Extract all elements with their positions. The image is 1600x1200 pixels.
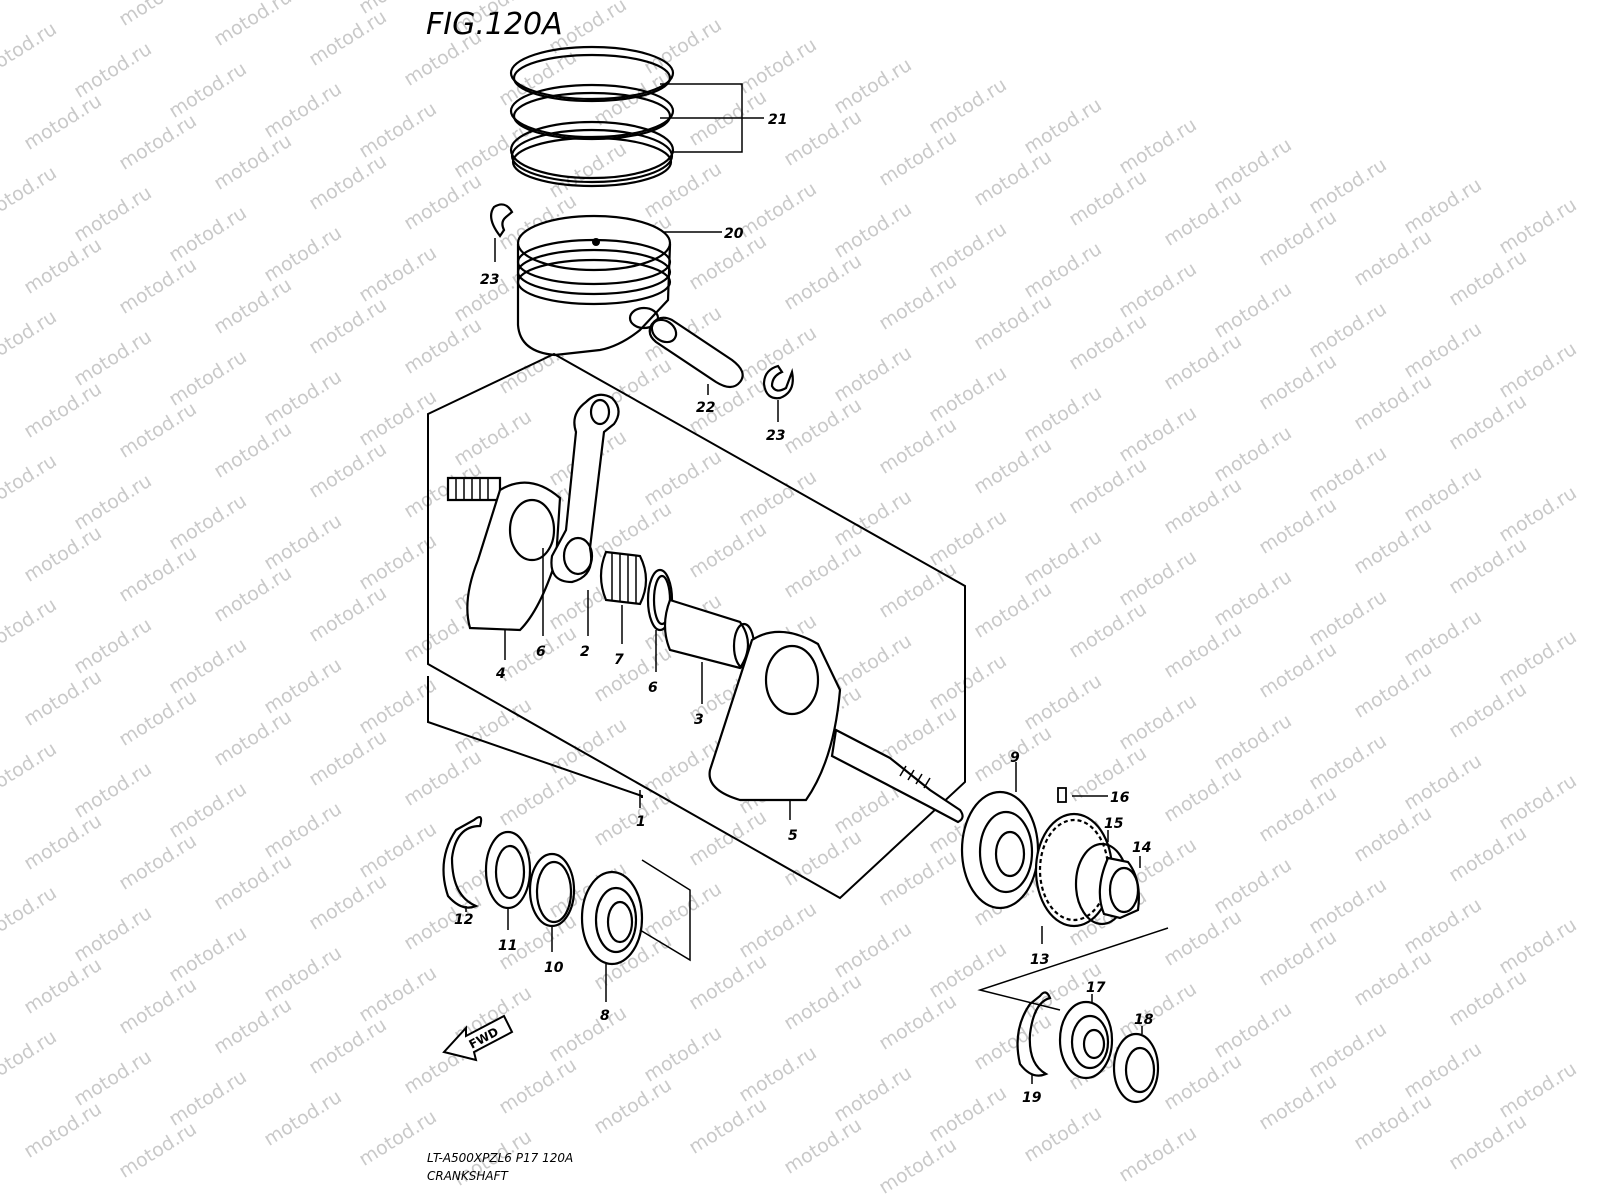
- bearing-9: [960, 790, 1040, 910]
- right-crank-web: [708, 630, 842, 802]
- callout-6-right: 6: [648, 680, 658, 696]
- left-crank-shaft-end: [446, 476, 502, 502]
- callout-23-left: 23: [480, 272, 499, 288]
- right-crank-shaft-end: [830, 728, 964, 824]
- callout-18: 18: [1134, 1012, 1154, 1028]
- callout-11: 11: [498, 938, 517, 954]
- leader-8-box: [639, 859, 691, 962]
- primary-drive-gear-13: [1034, 812, 1114, 928]
- callout-14: 14: [1132, 840, 1151, 856]
- callout-20: 20: [724, 226, 744, 242]
- callout-19: 19: [1022, 1090, 1042, 1106]
- callout-8: 8: [600, 1008, 610, 1024]
- crankshaft-assembly-box: [427, 352, 966, 900]
- callout-12: 12: [454, 912, 473, 928]
- figure-title: FIG.120A: [426, 7, 563, 42]
- crank-pin: [663, 598, 756, 670]
- connecting-rod: [550, 393, 620, 584]
- forward-direction-arrow: FWD: [442, 1014, 514, 1062]
- piston: [516, 214, 672, 357]
- footer-part-name: CRANKSHAFT: [427, 1169, 510, 1183]
- piston-pin: [648, 316, 744, 389]
- left-crank-web: [466, 481, 562, 632]
- callout-21: 21: [768, 112, 787, 128]
- callout-17: 17: [1086, 980, 1106, 996]
- bearing-17: [1058, 1000, 1114, 1080]
- crank-pin-needle-bearing: [599, 550, 648, 606]
- key-16: [1057, 787, 1067, 803]
- callout-22: 22: [696, 400, 715, 416]
- bracket-right-group: [977, 927, 1169, 1011]
- callout-10: 10: [544, 960, 564, 976]
- callout-13: 13: [1030, 952, 1049, 968]
- callout-9: 9: [1010, 750, 1020, 766]
- callout-6-left: 6: [536, 644, 546, 660]
- callout-5: 5: [788, 828, 798, 844]
- callout-7: 7: [614, 652, 624, 668]
- footer-model-code: LT-A500XPZL6 P17 120A: [427, 1151, 573, 1165]
- bracket-1: [427, 676, 643, 798]
- callout-2: 2: [580, 644, 590, 660]
- callout-3: 3: [694, 712, 704, 728]
- crankshaft-bearing-8: [580, 870, 644, 966]
- circlip-19: [1016, 991, 1052, 1077]
- callout-15: 15: [1104, 816, 1124, 832]
- oil-seal-18: [1112, 1032, 1160, 1104]
- piston-rings: [509, 45, 675, 188]
- callout-4: 4: [495, 666, 506, 682]
- callout-16: 16: [1110, 790, 1130, 806]
- piston-pin-circlip-right: [762, 364, 794, 400]
- piston-pin-circlip-left: [489, 203, 514, 238]
- nut-14: [1098, 856, 1140, 920]
- circlip-12: [442, 816, 483, 909]
- callout-23-right: 23: [766, 428, 785, 444]
- callout-1: 1: [636, 814, 646, 830]
